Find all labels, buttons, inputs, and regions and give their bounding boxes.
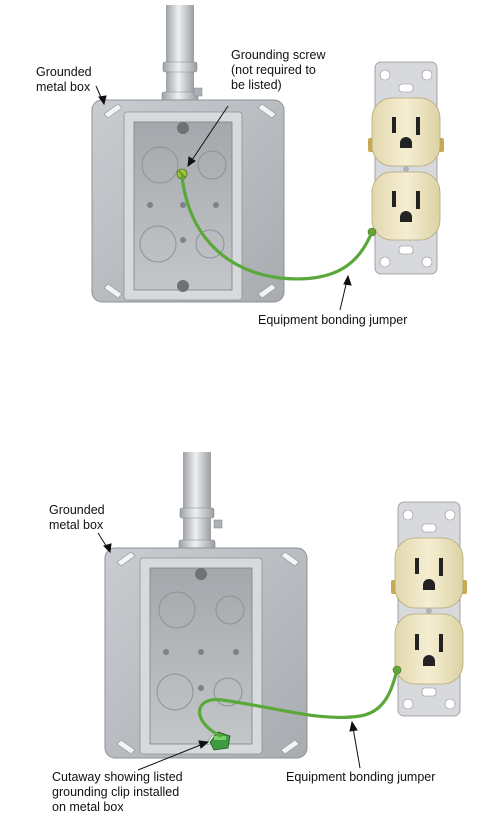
top-screw-label: Grounding screw (not required to be list… [231,48,326,93]
bottom-box-label: Grounded metal box [49,503,105,533]
bottom-jumper-label: Equipment bonding jumper [286,770,435,785]
top-box-label: Grounded metal box [36,65,92,95]
top-jumper-label: Equipment bonding jumper [258,313,407,328]
bottom-clip-label: Cutaway showing listed grounding clip in… [52,770,183,815]
bottom-conduit [179,452,222,552]
bottom-diagram [98,452,467,770]
top-receptacle [368,62,444,274]
bottom-receptacle [391,502,467,716]
top-conduit [162,5,202,104]
